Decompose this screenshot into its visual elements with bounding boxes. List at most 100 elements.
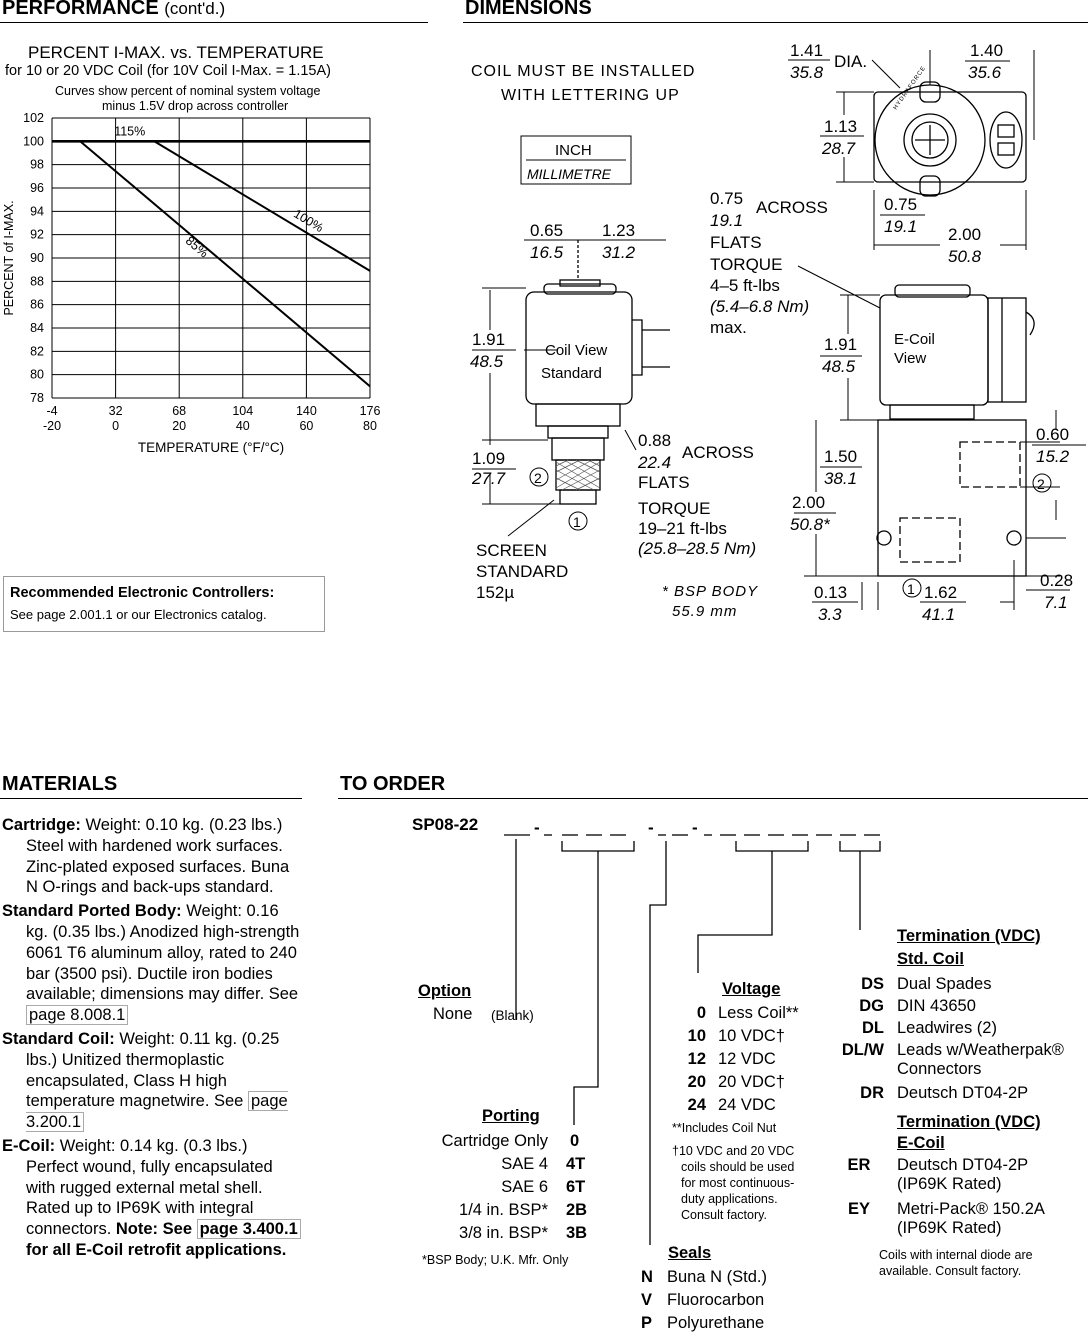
material-ecoil: E-Coil: Weight: 0.14 kg. (0.3 lbs.) Perf… [2, 1136, 302, 1261]
y-tick: 102 [23, 111, 44, 125]
option-none: None [433, 1005, 473, 1023]
port-1-label: 1 [573, 514, 581, 530]
top-200-mm: 50.8 [948, 247, 982, 266]
bsp-note-1: * BSP BODY [662, 583, 758, 600]
e-013-mm: 3.3 [818, 605, 842, 624]
flats-word-1: FLATS [638, 473, 690, 492]
porting-row: 1/4 in. BSP*2B [459, 1201, 588, 1219]
x-tick-c: 20 [172, 419, 186, 433]
dia-in: 1.41 [790, 41, 823, 60]
port-2-label: 2 [534, 470, 542, 486]
option-blank: (Blank) [491, 1008, 534, 1023]
coil-note-1: COIL MUST BE INSTALLED [471, 63, 695, 80]
x-axis-label: TEMPERATURE (°F/°C) [138, 440, 284, 455]
dia-mm: 35.8 [790, 63, 824, 82]
chart-note-2: minus 1.5V drop across controller [102, 99, 289, 113]
ecoil-port-2 [1032, 473, 1052, 493]
porting-note: *BSP Body; U.K. Mfr. Only [422, 1253, 569, 1267]
e-060-in: 0.60 [1036, 425, 1069, 444]
port-1-marker [568, 511, 588, 531]
materials-body: Cartridge: Weight: 0.10 kg. (0.23 lbs.) … [2, 815, 302, 1264]
series-label: 115% [114, 124, 145, 138]
termination-row: Connectors [897, 1060, 982, 1078]
chart-subtitle: for 10 or 20 VDC Coil (for 10V Coil I-Ma… [5, 63, 331, 79]
x-tick-c: 80 [363, 419, 377, 433]
series-line [153, 140, 371, 272]
termination-row: (IP69K Rated) [897, 1219, 1002, 1237]
dia-word: DIA. [834, 52, 867, 71]
ecoil-label-2: View [894, 350, 926, 367]
std-coil-label-2: Coil View [545, 342, 607, 359]
link-page-8008[interactable]: page 8.008.1 [26, 1005, 129, 1026]
bsp-note-2: 55.9 mm [672, 603, 737, 620]
link-page-3200[interactable]: page 3.200.1 [26, 1091, 288, 1133]
order-code-lines: - - - [504, 818, 881, 1245]
svg-text:-: - [648, 818, 654, 837]
link-page-3400[interactable]: page 3.400.1 [196, 1219, 301, 1240]
dim-065-mm: 16.5 [530, 243, 564, 262]
screen-mesh [555, 459, 601, 491]
top-075-in: 0.75 [884, 195, 917, 214]
y-tick: 80 [30, 368, 44, 382]
e-150-mm: 38.1 [824, 469, 857, 488]
material-cartridge: Cartridge: Weight: 0.10 kg. (0.23 lbs.) … [2, 816, 290, 897]
y-tick: 90 [30, 251, 44, 265]
performance-subtitle: (cont'd.) [164, 0, 226, 18]
e-060-mm: 15.2 [1036, 447, 1070, 466]
torque-2-max: max. [710, 318, 747, 337]
screen-2: STANDARD [476, 562, 568, 581]
y-tick: 82 [30, 344, 44, 358]
x-tick-c: -20 [43, 419, 61, 433]
controllers-title: Recommended Electronic Controllers: [10, 585, 275, 601]
dim-109-mm: 27.7 [471, 469, 506, 488]
termination-sub-2: E-Coil [897, 1134, 945, 1152]
unit-box [520, 135, 632, 185]
termination-note: Coils with internal diode are available.… [879, 1248, 1033, 1278]
ac2-word: ACROSS [756, 198, 828, 217]
x-tick-f: 104 [232, 404, 253, 418]
y-tick: 86 [30, 298, 44, 312]
material-body: Standard Ported Body: Weight: 0.16 kg. (… [2, 902, 300, 1026]
voltage-note-1: **Includes Coil Nut [672, 1121, 777, 1135]
dim-088-in: 0.88 [638, 431, 671, 450]
percent-imax-chart: -4-2032068201044014060176801021009896949… [2, 111, 381, 455]
termination-sub-1: Std. Coil [897, 950, 964, 968]
porting-row: 3/8 in. BSP*3B [459, 1224, 588, 1242]
x-tick-f: 140 [296, 404, 317, 418]
termination-row: (IP69K Rated) [897, 1175, 1002, 1193]
ac2-flats: FLATS [710, 233, 762, 252]
x-tick-f: 176 [360, 404, 381, 418]
top-200-in: 2.00 [948, 225, 981, 244]
material-coil: Standard Coil: Weight: 0.11 kg. (0.25 lb… [2, 1029, 288, 1133]
x-tick-f: -4 [46, 404, 57, 418]
y-tick: 78 [30, 391, 44, 405]
series-label: 85% [183, 234, 211, 261]
dim-123-in: 1.23 [602, 221, 635, 240]
termination-title-1: Termination (VDC) [897, 927, 1041, 945]
top-075-mm: 19.1 [884, 217, 917, 236]
x-tick-c: 0 [112, 419, 119, 433]
dimensions-title: DIMENSIONS [465, 0, 592, 19]
y-axis-label: PERCENT of I-MAX. [2, 200, 16, 315]
torque-word-1: TORQUE [638, 499, 710, 518]
unit-inch: INCH [555, 142, 592, 159]
across-word-1: ACROSS [682, 443, 754, 462]
controllers-text: See page 2.001.1 or our Electronics cata… [10, 607, 267, 622]
y-tick: 98 [30, 158, 44, 172]
ecoil-drawing [876, 284, 1035, 577]
